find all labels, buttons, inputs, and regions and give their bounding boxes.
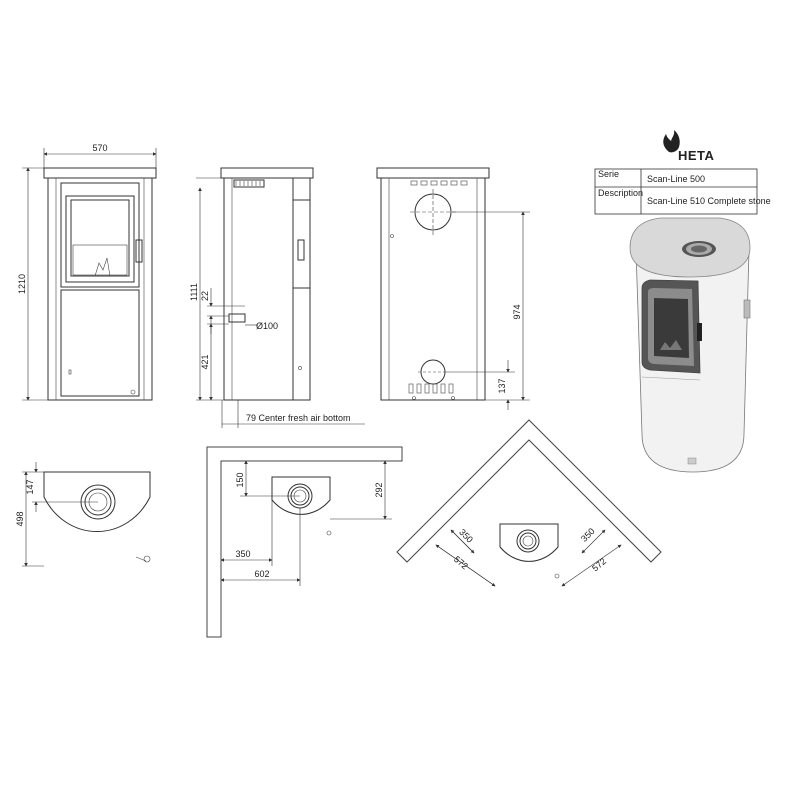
description-label: Description bbox=[598, 188, 643, 198]
side-inlet-height-label: 421 bbox=[200, 354, 210, 369]
back-outlet-height-label: 974 bbox=[512, 304, 522, 319]
serie-label: Serie bbox=[598, 169, 619, 179]
front-height-label: 1210 bbox=[17, 274, 27, 294]
pipe-diameter-label: Ø100 bbox=[256, 321, 278, 331]
back-view: 974 137 bbox=[376, 167, 530, 410]
front-view: 570 1210 bbox=[17, 143, 157, 401]
side-height-label: 1111 bbox=[189, 283, 199, 301]
title-block: Serie Scan-Line 500 Description Scan-Lin… bbox=[594, 168, 771, 215]
brand-name: HETA bbox=[678, 148, 715, 163]
fresh-air-note: 79 Center fresh air bottom bbox=[246, 413, 351, 423]
corner-dim-572-right-label: 572 bbox=[590, 556, 608, 573]
corner-dim-350-left-label: 350 bbox=[457, 527, 475, 545]
serie-value: Scan-Line 500 bbox=[647, 174, 705, 184]
corner-installation-view: 350 350 572 572 bbox=[396, 419, 662, 587]
top-offset-label: 147 bbox=[25, 479, 35, 494]
top-view: 147 498 bbox=[15, 462, 151, 567]
wall-dim-350-label: 350 bbox=[235, 549, 250, 559]
front-width-label: 570 bbox=[92, 143, 107, 153]
stove-3d-illustration bbox=[629, 217, 751, 473]
brand-logo: HETA bbox=[663, 130, 714, 163]
corner-dim-572-left-label: 572 bbox=[452, 554, 470, 571]
top-depth-label: 498 bbox=[15, 511, 25, 526]
wall-dim-150-label: 150 bbox=[235, 472, 245, 487]
wall-installation-view: 150 292 350 602 bbox=[206, 446, 403, 638]
side-offset-label: 22 bbox=[200, 291, 210, 301]
wall-dim-292-label: 292 bbox=[374, 482, 384, 497]
back-inlet-height-label: 137 bbox=[497, 378, 507, 393]
flame-icon bbox=[663, 130, 680, 153]
side-view: 1111 22 421 Ø100 79 Center fresh air bot… bbox=[189, 167, 365, 428]
wall-dim-602-label: 602 bbox=[254, 569, 269, 579]
description-value: Scan-Line 510 Complete stone bbox=[647, 196, 771, 206]
